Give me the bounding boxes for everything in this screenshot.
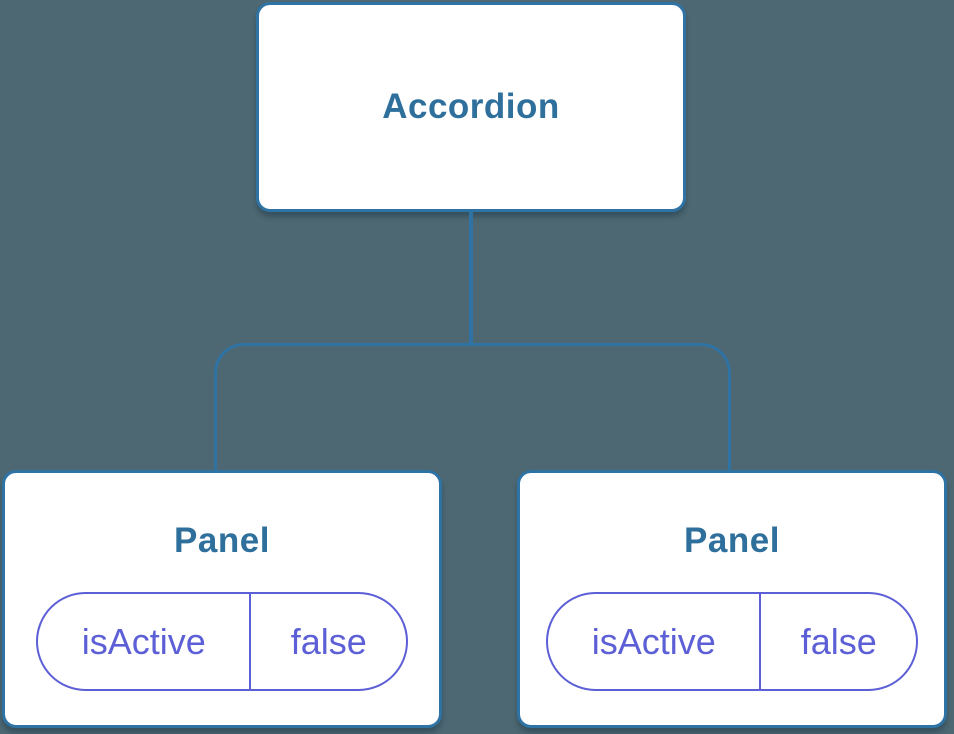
prop-name-left: isActive [38, 594, 252, 689]
prop-pill-left: isActive false [36, 592, 408, 691]
prop-name-right: isActive [548, 594, 762, 689]
connector-stem [469, 212, 473, 345]
node-accordion: Accordion [256, 2, 686, 212]
connector-branch [214, 343, 731, 472]
prop-value-left: false [290, 620, 367, 662]
prop-value-right: false [800, 620, 877, 662]
prop-pill-right: isActive false [546, 592, 918, 691]
node-panel-left-label: Panel [174, 521, 270, 560]
node-panel-left: Panel isActive false [2, 470, 442, 728]
node-panel-right: Panel isActive false [517, 470, 947, 728]
node-accordion-label: Accordion [382, 87, 560, 126]
node-panel-right-label: Panel [684, 521, 780, 560]
